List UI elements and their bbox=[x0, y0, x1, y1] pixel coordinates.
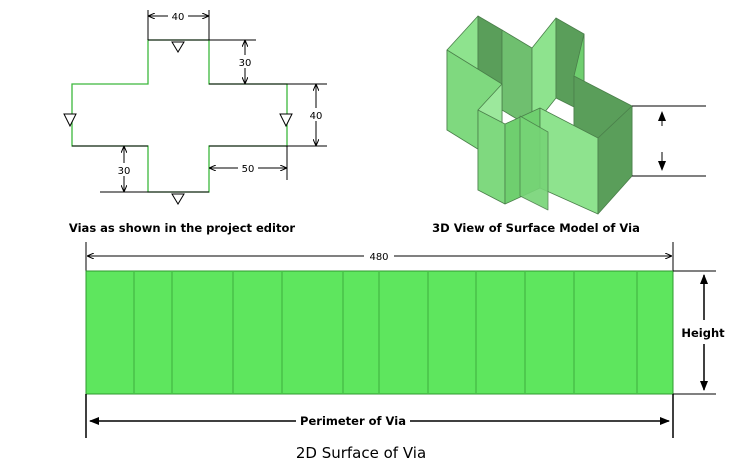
height-label: Height bbox=[681, 326, 725, 340]
dim-top-width: 40 bbox=[172, 12, 185, 23]
editor-dimension-labels: 40 30 40 30 50 bbox=[115, 9, 325, 177]
editor-caption: Vias as shown in the project editor bbox=[69, 221, 295, 235]
dim-bottom-width: 50 bbox=[242, 164, 255, 175]
perimeter-label: Perimeter of Via bbox=[300, 414, 406, 428]
dim-top-height: 30 bbox=[239, 58, 252, 69]
model-caption: 3D View of Surface Model of Via bbox=[432, 221, 640, 235]
perimeter-value-label: 480 bbox=[369, 252, 388, 263]
dim-right-height: 40 bbox=[310, 111, 323, 122]
model-3d bbox=[446, 15, 633, 215]
surface-2d: 480 Height Perimeter of Via 2D Surface o… bbox=[85, 242, 729, 462]
port-markers bbox=[63, 41, 293, 205]
model-height-markers bbox=[632, 105, 706, 177]
surface-caption: 2D Surface of Via bbox=[296, 444, 426, 462]
surface-panel-dividers bbox=[133, 272, 638, 393]
dim-bottom-height: 30 bbox=[118, 166, 131, 177]
via-black-edges bbox=[72, 10, 327, 193]
editor-via: 40 30 40 30 50 Vias as shown in the proj… bbox=[63, 9, 327, 235]
